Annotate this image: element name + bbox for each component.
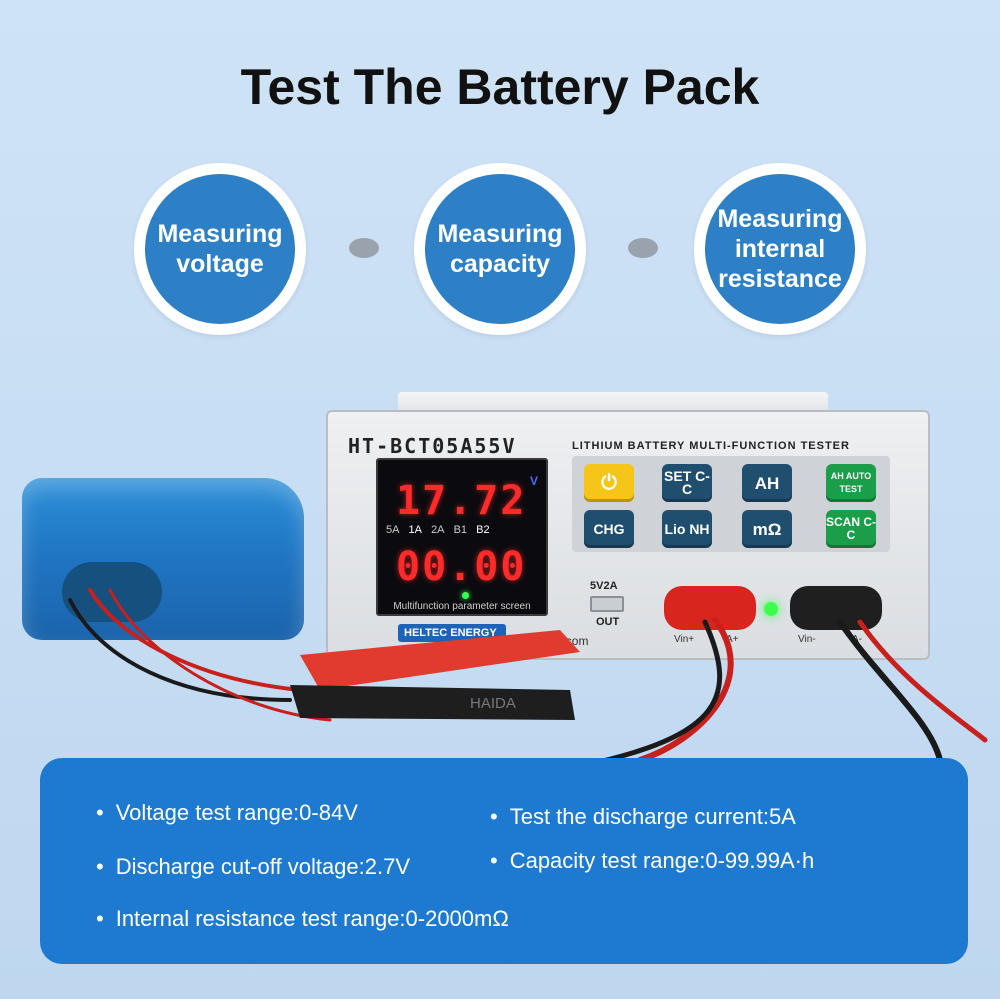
indicator-2a: 2A [431,524,445,536]
feature-resistance-label: Measuring internal resistance [705,174,855,324]
feature-resistance: Measuring internal resistance [694,163,866,335]
parameter-screen: V 17.72 5A 1A 2A B1 B2 00.00 Multifuncti… [376,458,548,616]
feature-voltage: Measuring voltage [134,163,306,335]
battery-tester-device: HT-BCT05A55V LITHIUM BATTERY MULTI-FUNCT… [326,410,930,660]
spec-resistance-range: Internal resistance test range:0-2000mΩ [96,906,509,932]
device-top-cover [398,392,828,414]
heltec-logo: HELTEC ENERGY [398,624,506,642]
battery-wire-bundle [62,562,162,622]
device-model: HT-BCT05A55V [348,434,517,458]
feature-capacity: Measuring capacity [414,163,586,335]
port-label-vin-plus: Vin+ [674,634,695,645]
current-readout: 00.00 [396,544,527,590]
spec-voltage-range: Voltage test range:0-84V [96,800,358,826]
ah-button[interactable]: AH [742,464,792,502]
usb-rating-label: 5V2A [590,580,618,592]
lio-nh-button[interactable]: Lio NH [662,510,712,548]
screen-status-led [462,592,469,599]
spec-panel: Voltage test range:0-84V Test the discha… [40,758,968,964]
screen-caption: Multifunction parameter screen [393,601,531,612]
indicator-b2: B2 [476,524,490,536]
set-cc-button[interactable]: SET C-C [662,464,712,502]
port-label-vin-minus: Vin- [798,634,816,645]
indicator-1a: 1A [408,524,422,536]
usb-port[interactable] [590,596,624,612]
page-title: Test The Battery Pack [240,59,760,115]
milliohm-button[interactable]: mΩ [742,510,792,548]
spec-discharge-current: Test the discharge current:5A [490,804,796,830]
spec-capacity-range: Capacity test range:0-99.99A·h [490,848,815,874]
indicator-row: 5A 1A 2A B1 B2 [386,524,496,536]
indicator-b1: B1 [453,524,468,536]
negative-terminal[interactable] [790,586,882,630]
port-label-a-minus: A- [852,634,862,645]
device-subtitle: LITHIUM BATTERY MULTI-FUNCTION TESTER [572,440,850,452]
port-label-a-plus: A+ [726,634,739,645]
device-website: ergy.com [540,634,589,648]
power-button[interactable]: ⏻ [584,464,634,502]
spec-cutoff-voltage: Discharge cut-off voltage:2.7V [96,854,410,880]
battery-pack [22,478,304,640]
feature-voltage-label: Measuring voltage [145,174,295,324]
usb-out-label: OUT [596,616,620,628]
terminal-status-led [764,602,778,616]
voltage-unit: V [529,474,538,488]
separator-dot [349,238,379,258]
keypad: ⏻ SET C-C AH AH AUTO TEST CHG Lio NH mΩ … [572,456,890,552]
positive-terminal[interactable] [664,586,756,630]
separator-dot [628,238,658,258]
ah-auto-test-button[interactable]: AH AUTO TEST [826,464,876,502]
scan-cc-button[interactable]: SCAN C-C [826,510,876,548]
chg-button[interactable]: CHG [584,510,634,548]
black-alligator-clip [290,685,575,720]
clip-brand: HAIDA [470,695,516,712]
feature-capacity-label: Measuring capacity [425,174,575,324]
voltage-readout: 17.72 [396,478,527,524]
indicator-5a: 5A [386,524,400,536]
